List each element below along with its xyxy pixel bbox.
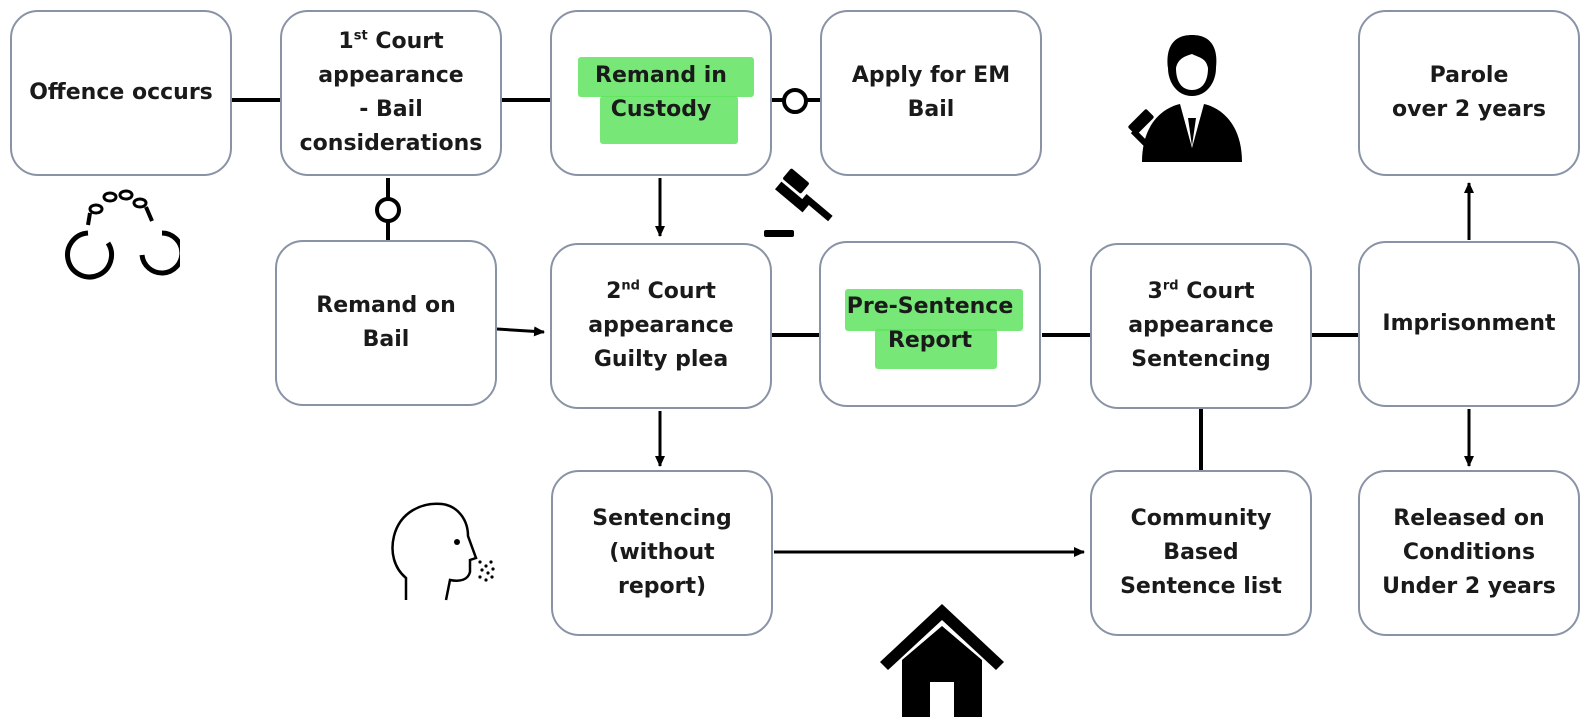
box-remand-in-custody: Remand in Custody (550, 10, 772, 176)
highlight-marker (578, 57, 754, 97)
box-label: 2nd Court appearance Guilty plea (588, 278, 734, 372)
box-second-court-appearance: 2nd Court appearance Guilty plea (550, 243, 772, 409)
arrow-remand-bail-court2 (496, 326, 545, 337)
box-remand-on-bail: Remand on Bail (275, 240, 497, 406)
connector-knob (782, 88, 808, 114)
connector-knob (375, 197, 401, 223)
highlight-marker (845, 289, 1023, 331)
box-label: Offence occurs (29, 80, 213, 105)
box-label: Pre-Sentence Report (846, 294, 1014, 353)
highlight-marker (600, 96, 738, 144)
box-released-on-conditions: Released on Conditions Under 2 years (1358, 470, 1580, 636)
house-icon (880, 604, 1004, 717)
box-apply-em-bail: Apply for EM Bail (820, 10, 1042, 176)
handcuffs-icon (65, 189, 180, 280)
highlight-marker (875, 329, 997, 369)
box-pre-sentence-report: Pre-Sentence Report (819, 241, 1041, 407)
judge-icon (1128, 35, 1242, 162)
box-imprisonment: Imprisonment (1358, 241, 1580, 407)
box-label: Sentencing (without report) (592, 506, 732, 599)
box-label: Apply for EM Bail (851, 63, 1011, 122)
box-label: Remand on Bail (316, 293, 456, 352)
box-community-based-sentence: Community Based Sentence list (1090, 470, 1312, 636)
box-label: Parole over 2 years (1392, 63, 1546, 122)
box-label: Imprisonment (1382, 311, 1556, 336)
speaking-head-icon (391, 502, 495, 601)
box-offence-occurs: Offence occurs (10, 10, 232, 176)
box-first-court-appearance: 1st Court appearance - Bail consideratio… (280, 10, 502, 176)
box-parole: Parole over 2 years (1358, 10, 1580, 176)
box-label: 3rd Court appearance Sentencing (1128, 278, 1274, 372)
box-sentencing-without-report: Sentencing (without report) (551, 470, 773, 636)
box-label: Released on Conditions Under 2 years (1382, 506, 1556, 599)
box-label: Remand in Custody (595, 63, 727, 122)
gavel-icon (764, 168, 833, 237)
box-label: 1st Court appearance - Bail consideratio… (299, 28, 483, 156)
box-label: Community Based Sentence list (1120, 506, 1282, 599)
box-third-court-appearance: 3rd Court appearance Sentencing (1090, 243, 1312, 409)
